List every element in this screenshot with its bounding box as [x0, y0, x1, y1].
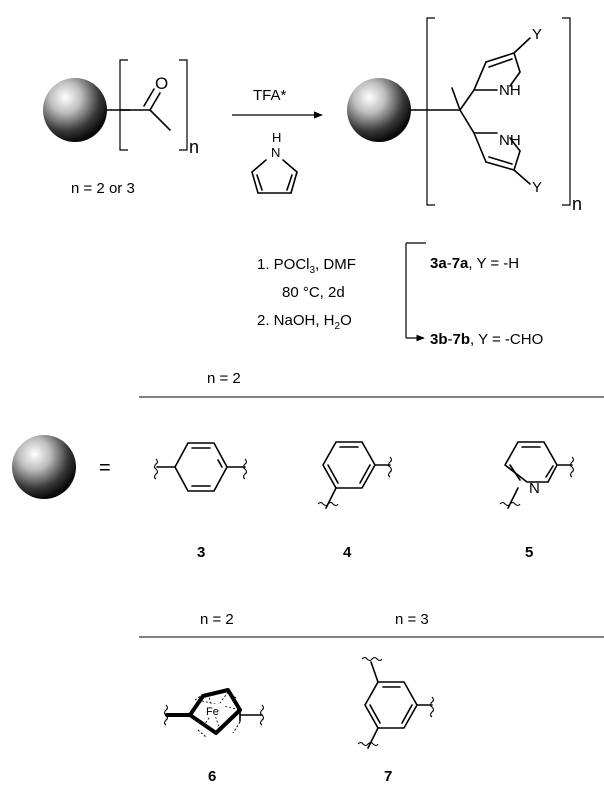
compound-label-7: 7	[384, 768, 392, 785]
iron-label: Fe	[206, 706, 219, 718]
product-nh-bottom: NH	[499, 132, 521, 149]
product-a-label: 3a-7a, Y = -H	[430, 255, 519, 272]
product-y-top: Y	[532, 26, 542, 43]
product-b-label: 3b-7b, Y = -CHO	[430, 331, 543, 348]
step-1: 1. POCl3, DMF	[257, 256, 356, 276]
dipyrromethane-product: Y NH NH Y n	[347, 17, 582, 214]
pyrrole-reagent: H N	[251, 130, 298, 194]
compound-label-5: 5	[525, 544, 533, 561]
repeat-bracket-open	[119, 59, 128, 151]
equals-sign: =	[99, 457, 111, 479]
step-2: 2. NaOH, H2O	[257, 312, 352, 332]
repeat-n-product: n	[572, 194, 582, 214]
core-sphere-product	[347, 78, 411, 142]
repeat-n-start: n	[189, 137, 199, 157]
core-sphere-start	[43, 78, 107, 142]
starting-material: O n n = 2 or 3	[43, 59, 199, 197]
compound-label-4: 4	[343, 544, 352, 561]
legend-row-1: n = 2 = 3 4	[12, 370, 604, 561]
reagent-tfa: TFA*	[253, 87, 287, 104]
compound-label-3: 3	[197, 544, 205, 561]
compound-6: Fe 6	[163, 688, 265, 785]
conditions-block: 1. POCl3, DMF 80 °C, 2d 2. NaOH, H2O 3a-…	[257, 242, 543, 348]
core-sphere-legend	[12, 435, 76, 499]
step-1-conditions: 80 °C, 2d	[282, 284, 345, 301]
compound-4: 4	[317, 441, 393, 561]
legend-row-2: n = 2 n = 3 Fe 6	[139, 611, 604, 785]
n2-header-bottom: n = 2	[200, 611, 234, 628]
product-bracket-open	[426, 17, 435, 206]
compound-7: 7	[357, 656, 435, 785]
compound-label-6: 6	[208, 768, 216, 785]
compound-3: 3	[153, 442, 248, 561]
product-bracket-close	[562, 17, 571, 206]
svg-text:N: N	[271, 145, 280, 160]
n-condition: n = 2 or 3	[71, 180, 135, 197]
n3-header-bottom: n = 3	[395, 611, 429, 628]
carbonyl-oxygen: O	[155, 74, 168, 93]
n2-header-top: n = 2	[207, 370, 241, 387]
pyridine-nitrogen: N	[529, 480, 540, 497]
reaction-arrow-group: TFA* H N	[232, 87, 323, 194]
product-y-bottom: Y	[532, 179, 542, 196]
compound-5: N 5	[499, 441, 575, 561]
repeat-bracket-close	[179, 59, 188, 151]
svg-text:H: H	[272, 130, 281, 145]
product-nh-top: NH	[499, 82, 521, 99]
